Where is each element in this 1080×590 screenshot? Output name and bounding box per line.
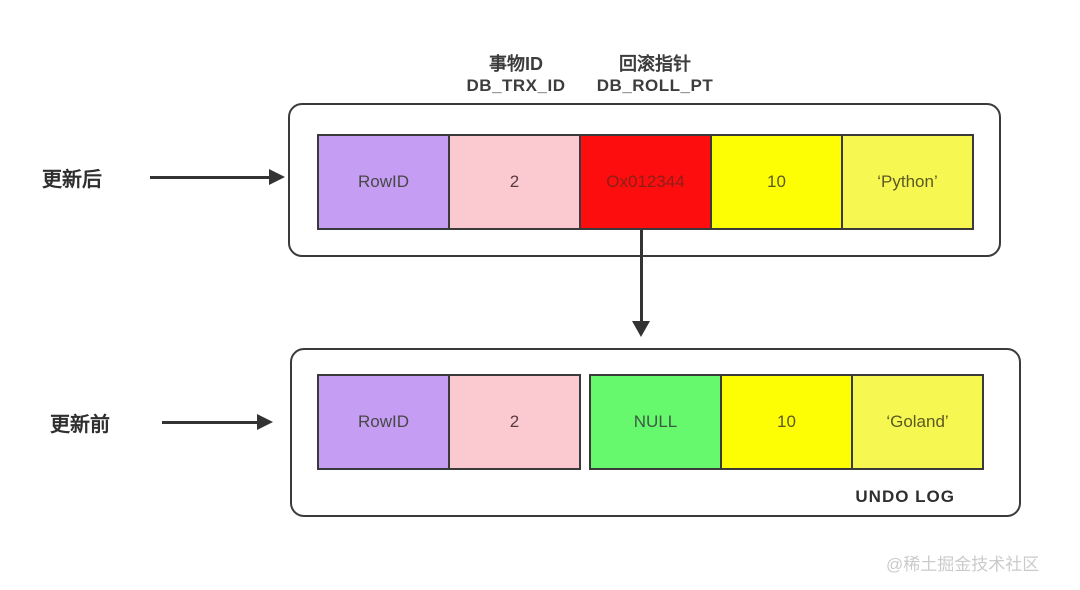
watermark: @稀土掘金技术社区 bbox=[886, 555, 1040, 574]
right-arrow-icon bbox=[150, 169, 285, 185]
before-cell-roll-ptr: NULL bbox=[589, 374, 722, 470]
after-cell-value: ‘Python’ bbox=[841, 134, 974, 230]
before-update-row: RowID 2 NULL 10 ‘Goland’ bbox=[317, 374, 984, 470]
right-arrow-icon bbox=[162, 414, 273, 430]
header-roll-en: DB_ROLL_PT bbox=[596, 76, 714, 95]
before-cell-value: ‘Goland’ bbox=[851, 374, 984, 470]
after-cell-age: 10 bbox=[710, 134, 843, 230]
after-cell-rowid: RowID bbox=[317, 134, 450, 230]
down-arrow-icon bbox=[632, 230, 650, 337]
right-arrowhead-icon bbox=[257, 414, 273, 430]
before-update-label: 更新前 bbox=[50, 414, 110, 436]
header-trx-cn: 事物ID bbox=[489, 54, 543, 74]
before-cell-age: 10 bbox=[720, 374, 853, 470]
header-roll-cn: 回滚指针 bbox=[619, 54, 691, 74]
after-cell-roll-ptr: Ox012344 bbox=[579, 134, 712, 230]
after-update-label: 更新后 bbox=[42, 169, 102, 191]
header-db-roll-pt: 回滚指针 DB_ROLL_PT bbox=[570, 53, 740, 97]
before-cell-rowid: RowID bbox=[317, 374, 450, 470]
before-cell-trx-id: 2 bbox=[448, 374, 581, 470]
down-arrowhead-icon bbox=[632, 321, 650, 337]
after-update-row: RowID 2 Ox012344 10 ‘Python’ bbox=[317, 134, 974, 230]
header-db-trx-id: 事物ID DB_TRX_ID bbox=[431, 53, 601, 97]
undo-log-label: UNDO LOG bbox=[855, 487, 955, 506]
after-cell-trx-id: 2 bbox=[448, 134, 581, 230]
right-arrowhead-icon bbox=[269, 169, 285, 185]
header-trx-en: DB_TRX_ID bbox=[466, 76, 566, 95]
